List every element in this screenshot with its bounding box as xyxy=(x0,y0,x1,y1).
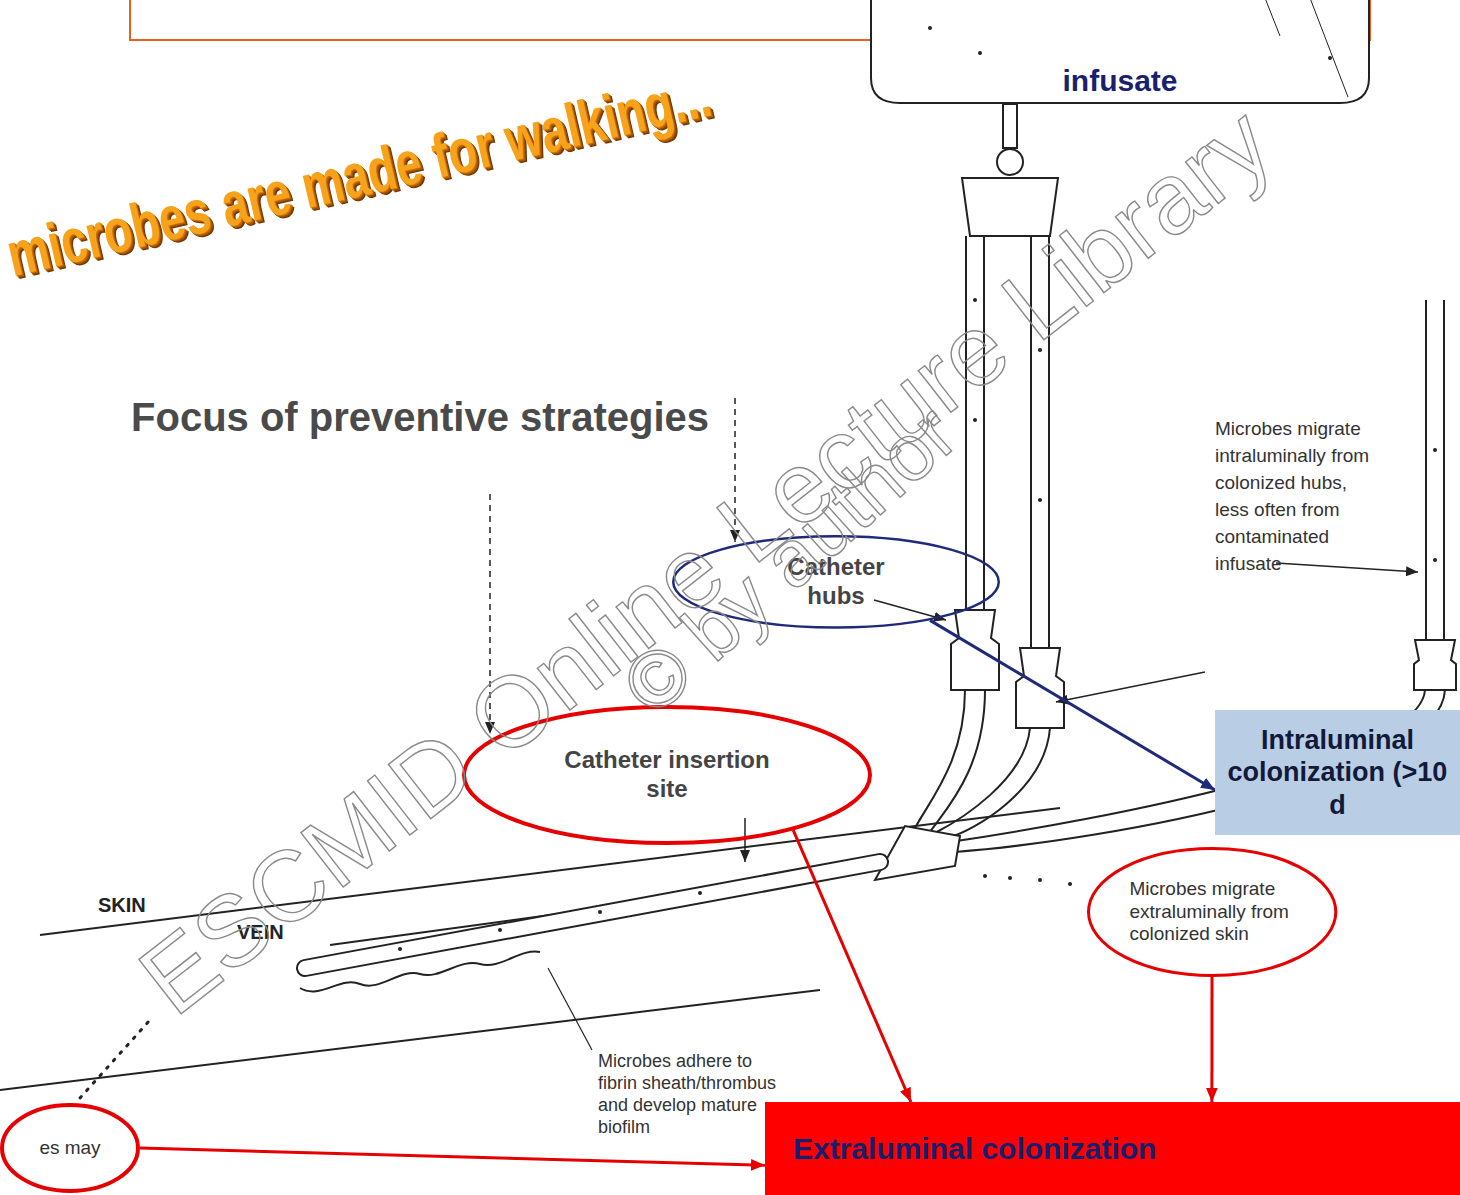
annotation-note: Microbes migrate intraluminally from col… xyxy=(1215,415,1383,577)
bag-shape xyxy=(871,0,1369,103)
microbe xyxy=(978,51,982,55)
focus-label: Catheter insertion site xyxy=(547,746,787,804)
text-group: Intraluminal colonization (>10 d xyxy=(1225,724,1450,821)
leader-line xyxy=(548,968,592,1050)
route-ellipse: Microbes migrate extraluminally from col… xyxy=(1087,847,1337,977)
bag-label: infusate xyxy=(1062,64,1177,97)
ellipse-shape xyxy=(2,1105,138,1191)
result-label: Intraluminal colonization (>10 d xyxy=(1225,724,1450,821)
text-group: es may xyxy=(39,1137,100,1160)
text-group: Extraluminal colonization xyxy=(793,1131,1156,1167)
microbe xyxy=(1038,878,1042,882)
microbe xyxy=(398,947,402,951)
route-label: es may xyxy=(39,1137,100,1160)
result-box: Extraluminal colonization xyxy=(765,1102,1460,1195)
catheter-hub xyxy=(1414,640,1456,690)
hematogenous-path xyxy=(80,1020,150,1098)
connector-arrow xyxy=(793,830,911,1102)
pointer-arrow xyxy=(1276,563,1418,572)
heading-note: Focus of preventive strategies xyxy=(125,393,715,441)
microbe xyxy=(1433,558,1437,562)
microbe xyxy=(973,418,977,422)
microbe xyxy=(983,874,987,878)
connector-arrow xyxy=(1210,977,1213,1102)
microbe xyxy=(1328,56,1332,60)
microbe xyxy=(698,891,702,895)
y-connector xyxy=(962,178,1058,236)
drip-chamber xyxy=(997,149,1023,175)
text-group: infusate xyxy=(1062,64,1177,97)
microbe xyxy=(498,928,502,932)
text-group: Catheter insertion site xyxy=(547,746,787,804)
result-label: Extraluminal colonization xyxy=(793,1131,1156,1167)
result-box: Intraluminal colonization (>10 d xyxy=(1215,710,1460,835)
text-group: Microbes migrate extraluminally from col… xyxy=(1129,878,1294,946)
microbe xyxy=(1068,882,1072,886)
infusion-bag: infusate xyxy=(870,0,1370,105)
catheter xyxy=(305,862,880,968)
bag-mark xyxy=(1265,0,1348,97)
connector-arrow xyxy=(930,620,1215,790)
microbe xyxy=(1008,876,1012,880)
microbe xyxy=(1433,448,1437,452)
slogan-wordart: microbes are made for walking... xyxy=(1,64,716,286)
catheter-junction xyxy=(875,826,960,880)
route-label: Microbes migrate extraluminally from col… xyxy=(1129,878,1294,946)
microbe xyxy=(928,26,932,30)
layer-tag: SKIN xyxy=(98,893,146,917)
catheter-lumen xyxy=(305,862,880,968)
catheter-hub xyxy=(951,610,999,690)
pointer-arrow xyxy=(1056,672,1205,702)
fibrin-sheath xyxy=(300,952,540,992)
microbe xyxy=(598,910,602,914)
catheter-hub xyxy=(1016,648,1064,728)
bag-spike xyxy=(1003,104,1017,148)
route-ellipse: es may xyxy=(0,1103,140,1193)
connector-arrow xyxy=(140,1148,765,1165)
microbe xyxy=(1038,498,1042,502)
annotation-note: Microbes adhere to fibrin sheath/thrombu… xyxy=(598,1050,793,1138)
ellipse-shape xyxy=(1088,849,1335,976)
